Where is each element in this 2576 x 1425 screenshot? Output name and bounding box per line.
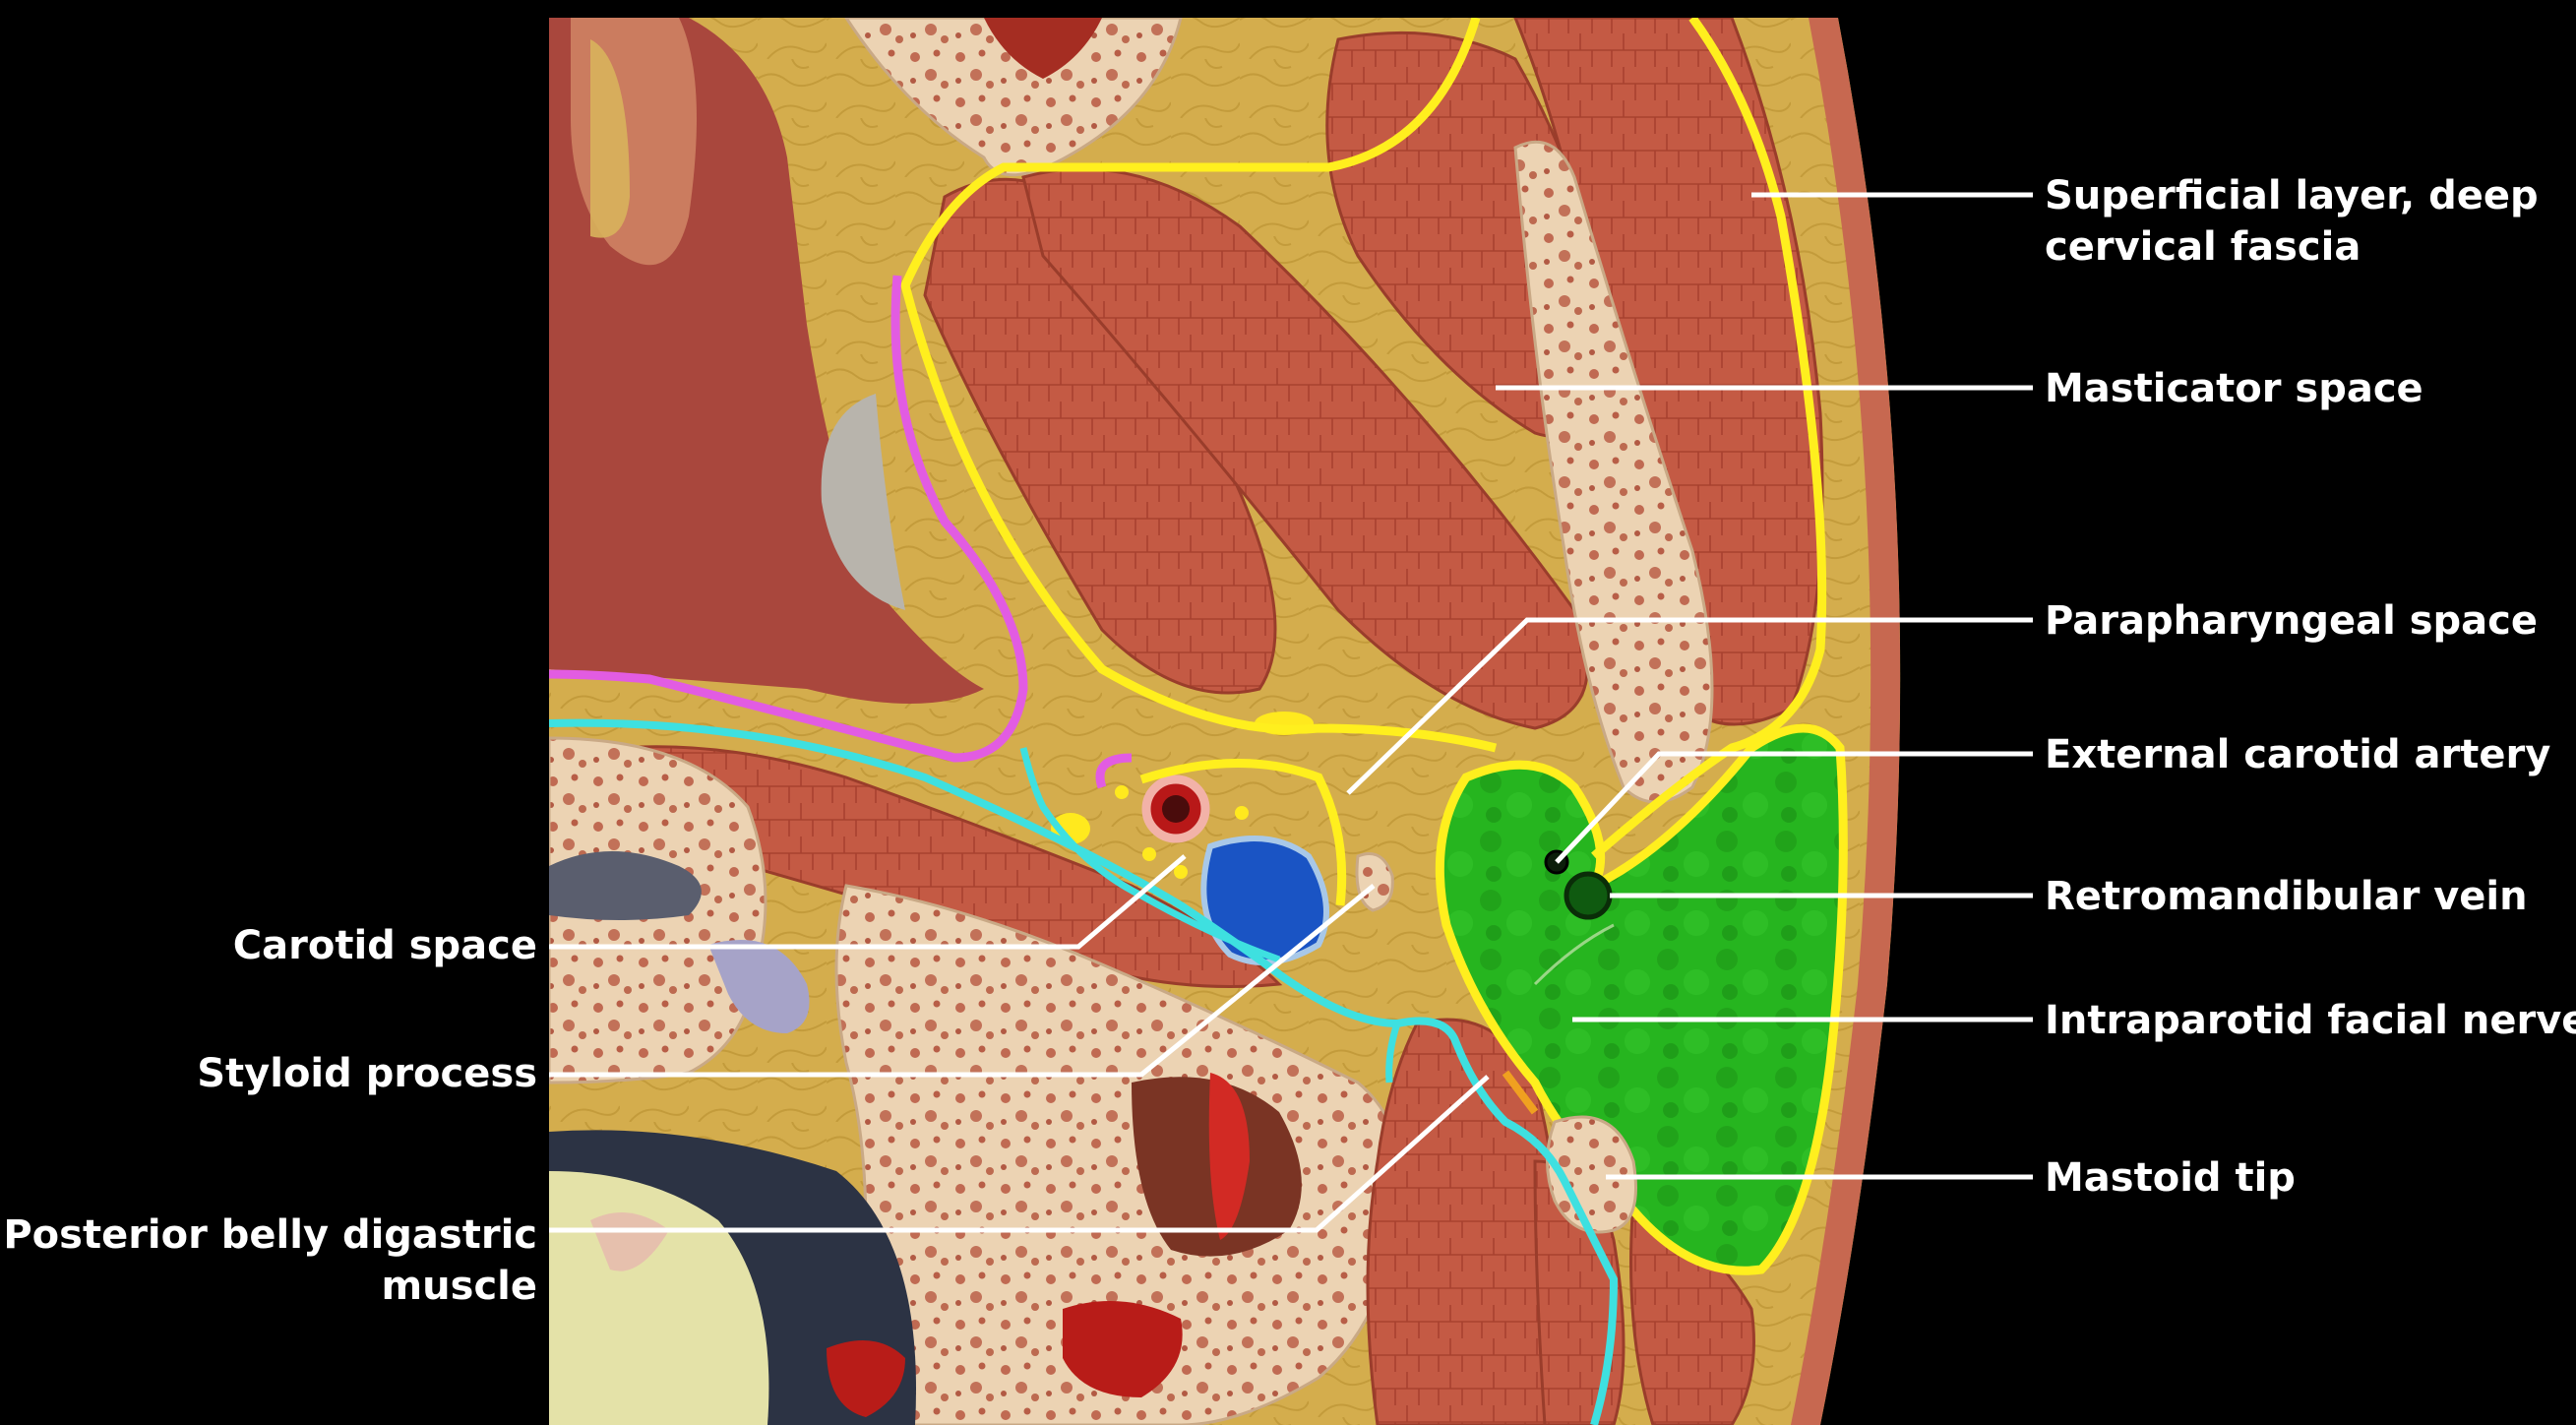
internal-carotid-in-canal bbox=[1208, 1073, 1250, 1240]
superficial-layer-fascia-line bbox=[1591, 18, 1827, 860]
vertebral-artery bbox=[827, 1340, 905, 1417]
label-parapharyngeal-space: Parapharyngeal space bbox=[2045, 598, 2538, 644]
facial-nerve-shape bbox=[1533, 923, 1615, 986]
masticator-fascia-line bbox=[900, 18, 1498, 753]
pharyngobasilar-fascia-line bbox=[549, 275, 1028, 763]
leader-styloid-process bbox=[549, 884, 1376, 1078]
nerve-dot-3 bbox=[1174, 865, 1188, 879]
nerve-dot-4 bbox=[1235, 806, 1249, 820]
carotid-sheath-yellow bbox=[1139, 759, 1347, 906]
tongue-fat bbox=[590, 39, 630, 238]
leader-lines bbox=[549, 192, 2033, 1233]
leader-posterior-belly-digastric bbox=[549, 1075, 1490, 1233]
label-external-carotid-artery: External carotid artery bbox=[2045, 732, 2550, 777]
label-carotid-space: Carotid space bbox=[233, 923, 537, 968]
petrous-temporal-bone bbox=[834, 884, 1404, 1425]
labels: Superficial layer, deep cervical fascia … bbox=[3, 173, 2576, 1309]
label-posterior-belly-line1: Posterior belly digastric bbox=[3, 1212, 537, 1258]
internal-jugular-vein bbox=[1200, 836, 1329, 965]
anatomy-cross-section bbox=[549, 18, 1901, 1425]
leader-external-carotid-artery bbox=[1555, 751, 2033, 864]
label-superficial-layer-line2: cervical fascia bbox=[2045, 224, 2361, 270]
nerve-dot-2 bbox=[1142, 847, 1156, 861]
label-retromandibular-vein: Retromandibular vein bbox=[2045, 874, 2528, 919]
hypoglossal-canal bbox=[708, 940, 810, 1033]
lateral-pterygoid-muscle bbox=[1021, 167, 1589, 730]
carotid-magenta-line bbox=[1095, 753, 1133, 789]
carotid-sheath-cyan bbox=[1019, 747, 1281, 963]
retromandibular-vein-shape bbox=[1564, 871, 1613, 920]
label-superficial-layer-line1: Superficial layer, deep bbox=[2045, 173, 2539, 218]
styloid-process-bone bbox=[1355, 852, 1394, 912]
internal-carotid-lumen bbox=[1162, 795, 1190, 823]
label-posterior-belly-line2: muscle bbox=[381, 1264, 537, 1309]
leader-carotid-space bbox=[549, 854, 1187, 950]
vessel-upper bbox=[984, 18, 1102, 79]
skin-edge bbox=[1791, 18, 1901, 1425]
label-masticator-space: Masticator space bbox=[2045, 366, 2423, 411]
leader-parapharyngeal-space bbox=[1346, 617, 2033, 795]
cyan-branch bbox=[1385, 1022, 1401, 1084]
stylomastoid-line bbox=[1502, 1070, 1539, 1115]
joint-space bbox=[549, 851, 702, 920]
tonsil bbox=[821, 394, 905, 610]
label-intraparotid-facial-nerve: Intraparotid facial nerve bbox=[2045, 998, 2576, 1043]
sigmoid-sinus bbox=[1063, 1301, 1183, 1397]
pterygoid-plate bbox=[843, 18, 1183, 177]
nerve-dot-1 bbox=[1115, 785, 1129, 799]
label-mastoid-tip: Mastoid tip bbox=[2045, 1155, 2296, 1201]
gray-matter bbox=[590, 1212, 669, 1271]
mandible-ramus bbox=[1513, 140, 1714, 804]
label-styloid-process: Styloid process bbox=[197, 1051, 537, 1096]
mastoid-tip-bone bbox=[1546, 1115, 1637, 1234]
deep-layer-fascia-line bbox=[549, 718, 1619, 1425]
